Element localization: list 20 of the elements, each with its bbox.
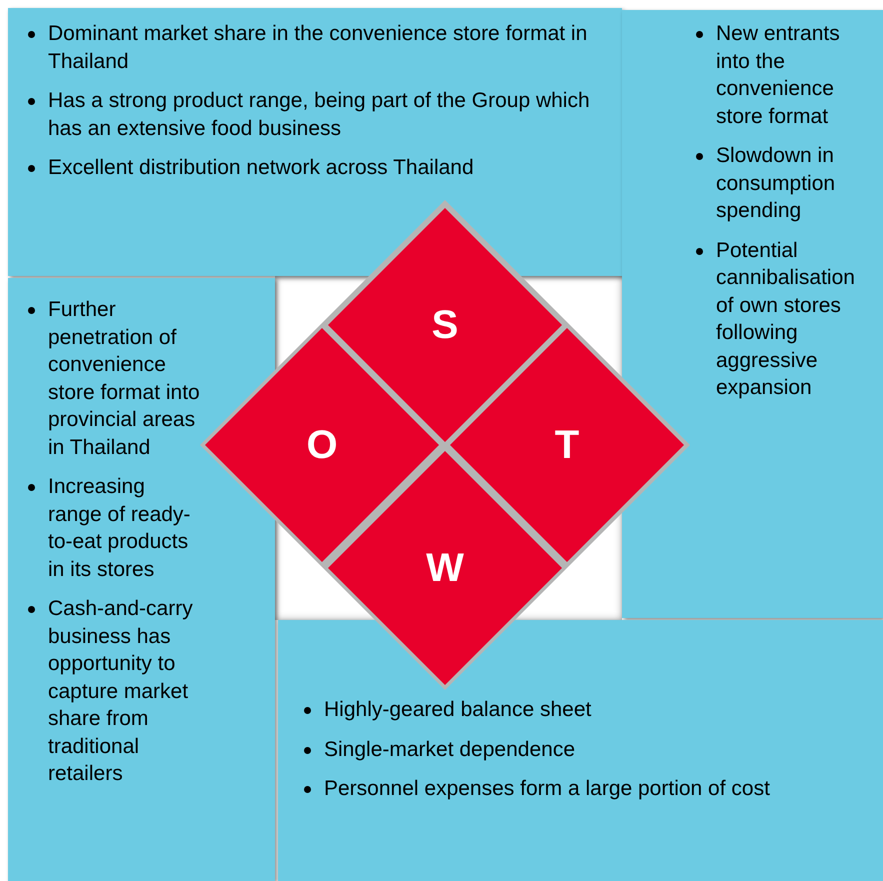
bullet-text: New entrants into the convenience store format bbox=[716, 21, 841, 130]
text-panel bbox=[622, 10, 883, 618]
bullet-text: Potential cannibalisation of own stores following aggressive expansion bbox=[716, 238, 856, 401]
bullet-text: Increasing range of ready-to-eat products in its stores bbox=[48, 474, 192, 582]
bullet-text: Excellent distribution network across Thailand bbox=[48, 155, 475, 181]
bullet-text: Highly-geared balance sheet bbox=[324, 697, 592, 723]
swot-letter: O bbox=[306, 425, 338, 465]
text-panel bbox=[278, 620, 883, 881]
swot-letter: S bbox=[432, 305, 458, 345]
bullet-text: Cash-and-carry business has opportunity to capture market share from traditional retailers bbox=[48, 596, 194, 787]
bullet-text: Has a strong product range, being part of the Group which has an extensive food business bbox=[48, 88, 591, 142]
bullet-text: Dominant market share in the convenience store format in Thailand bbox=[48, 21, 588, 74]
text-panel bbox=[8, 8, 622, 276]
swot-letter: T bbox=[554, 425, 580, 465]
bullet-text: Single-market dependence bbox=[324, 736, 576, 762]
bullet-text: Further penetration of convenience store format into provincial areas in Thailand bbox=[48, 297, 201, 460]
bullet-text: Slowdown in consumption spending bbox=[716, 143, 836, 224]
swot-letter: W bbox=[426, 548, 464, 588]
text-panel bbox=[8, 278, 275, 881]
bullet-text: Personnel expenses form a large portion of cost bbox=[324, 776, 771, 802]
